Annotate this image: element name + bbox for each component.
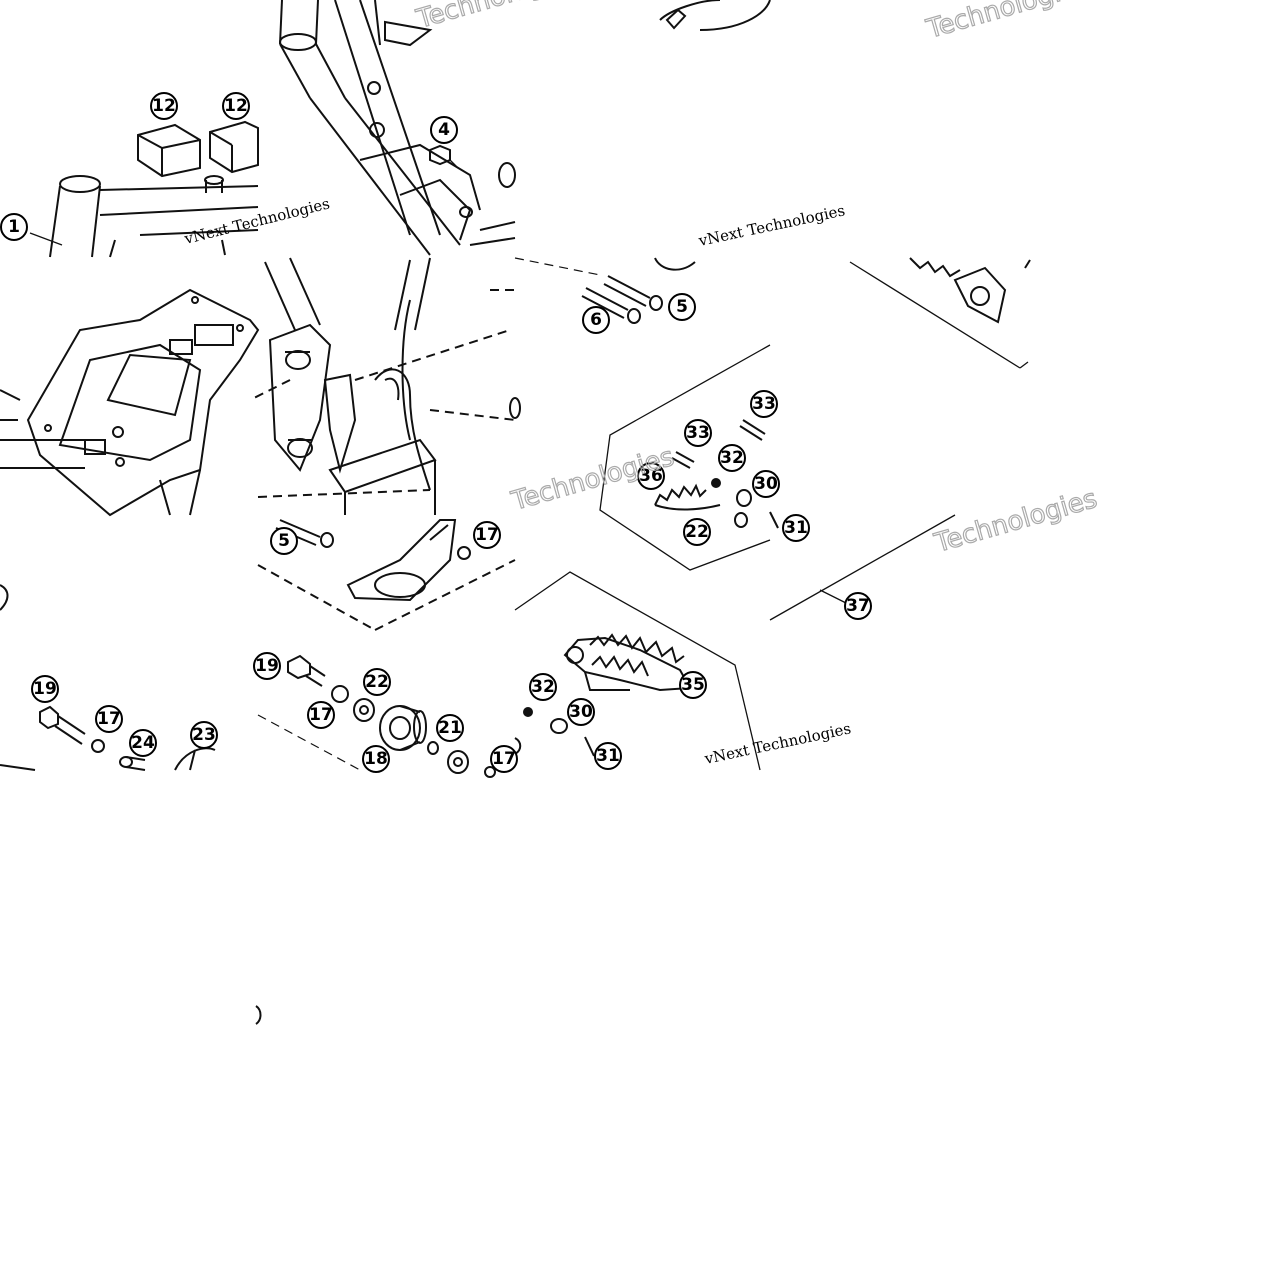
callout-12-right: 12 [222,92,250,120]
svg-text:6: 6 [590,310,602,330]
callout-1: 1 [0,213,28,241]
svg-text:19: 19 [255,656,279,676]
svg-text:36: 36 [639,466,663,486]
svg-text:22: 22 [365,672,389,692]
callout-32-b: 32 [529,673,557,701]
svg-text:32: 32 [720,448,744,468]
watermark-text: vNext Technologies [696,201,846,250]
callout-24: 24 [129,729,157,757]
bolt-6 [581,287,641,324]
callout-35: 35 [679,671,707,699]
rubber-block-right [209,120,259,174]
callout-36: 36 [637,462,665,490]
callout-19-center: 19 [253,652,281,680]
callout-19-left: 19 [31,675,59,703]
callout-22-b: 22 [363,668,391,696]
callout-17-d: 17 [490,745,518,773]
bracket-top-tile3 [514,257,696,276]
frame-down-tube [279,0,516,256]
callout-17-b: 17 [95,705,123,733]
svg-text:37: 37 [846,596,870,616]
svg-text:22: 22 [685,522,709,542]
watermark-outline: Technologies [923,0,1093,45]
watermark-group: vNext Technologies vNext Technologies vN… [182,0,1101,768]
watermark-text: vNext Technologies [702,719,852,768]
bolt-5-upper [603,275,663,311]
svg-text:12: 12 [224,96,248,116]
callout-22-a: 22 [683,518,711,546]
callout-21: 21 [436,714,464,742]
frame-rear-top [659,0,771,31]
callout-31-a: 31 [782,514,810,542]
callout-30-a: 30 [752,470,780,498]
svg-text:4: 4 [438,120,450,140]
bracket-23 [174,747,216,771]
callout-4: 4 [430,116,458,144]
skid-plate [0,288,260,517]
watermark-outline: Technologies [931,484,1101,559]
rubber-block-left [137,123,201,178]
footpeg-right [849,257,1031,369]
svg-text:33: 33 [686,423,710,443]
footpeg-box-left [599,344,771,571]
callout-31-b: 31 [594,742,622,770]
svg-text:18: 18 [364,749,388,769]
callout-33-a: 33 [684,419,712,447]
svg-text:35: 35 [681,675,705,695]
brake-pedal-assembly [264,257,437,515]
callout-37: 37 [844,592,872,620]
callout-30-b: 30 [567,698,595,726]
svg-text:17: 17 [309,705,333,725]
callout-6: 6 [582,306,610,334]
pin-33b [739,419,766,441]
mount-stud [204,175,226,256]
svg-text:32: 32 [531,677,555,697]
callout-18: 18 [362,745,390,773]
svg-text:1: 1 [8,217,20,237]
footpeg-35 [514,571,761,771]
svg-text:23: 23 [192,725,216,745]
nut-4 [429,144,459,169]
svg-text:5: 5 [278,531,290,551]
bolt-19-left [39,705,86,745]
callout-17-c: 17 [307,701,335,729]
watermark-text: vNext Technologies [182,194,332,248]
callout-33-b: 33 [750,390,778,418]
svg-text:30: 30 [569,702,593,722]
callout-32-a: 32 [718,444,746,472]
frame-upper-tube [49,175,259,258]
svg-text:17: 17 [492,749,516,769]
svg-text:5: 5 [676,297,688,317]
assembly-dashed-box-1 [249,289,516,498]
roller-18 [379,705,427,751]
callout-17-a: 17 [473,521,501,549]
watermark-outline: Technologies [413,0,583,35]
assembly-dashed-box-2 [257,559,516,631]
brake-pedal-tip [346,519,457,602]
svg-text:31: 31 [596,746,620,766]
svg-text:19: 19 [33,679,57,699]
svg-text:30: 30 [754,474,778,494]
pin-33a [671,451,695,469]
callout-23: 23 [190,721,218,749]
callout-12-left: 12 [150,92,178,120]
svg-text:24: 24 [131,733,155,753]
bolt-19-center [287,654,326,687]
callout-5-upper: 5 [668,293,696,321]
sleeve-24 [119,756,146,771]
svg-text:17: 17 [97,709,121,729]
callout-5-lower: 5 [270,527,298,555]
serrated-peg-36 [654,483,721,511]
svg-text:12: 12 [152,96,176,116]
svg-text:21: 21 [438,718,462,738]
svg-text:17: 17 [475,525,499,545]
svg-text:31: 31 [784,518,808,538]
svg-text:33: 33 [752,394,776,414]
